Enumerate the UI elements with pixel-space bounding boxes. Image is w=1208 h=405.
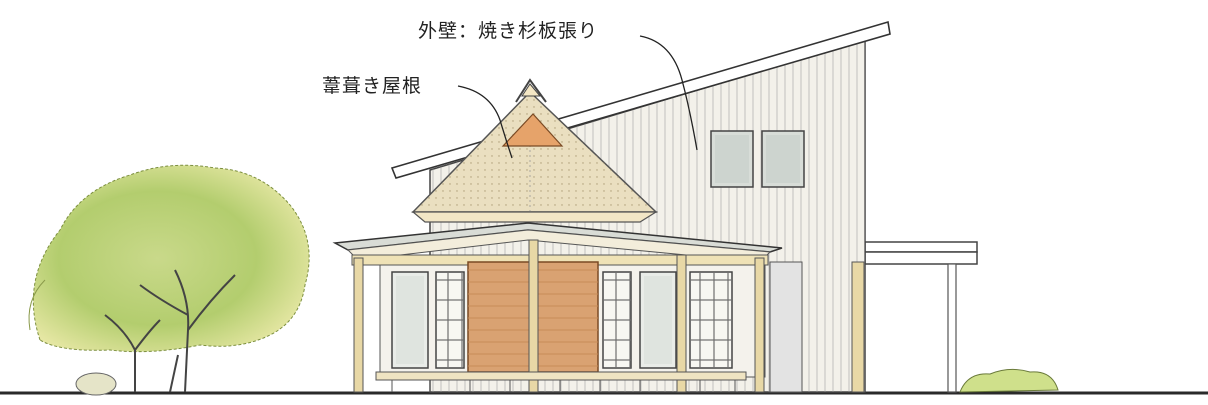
window-far-right-lattice: [689, 271, 733, 369]
side-wall: [769, 261, 865, 393]
window-left-glass: [391, 271, 429, 369]
window-right-lattice: [602, 271, 632, 369]
leader-line-wall: [639, 35, 698, 151]
deck: [375, 371, 747, 392]
tree-canopy: [28, 164, 310, 353]
veranda-posts: [353, 239, 765, 393]
thatched-roof: [411, 78, 659, 223]
shrub-right: [959, 368, 1059, 393]
tree-trunk: [104, 269, 236, 393]
carport: [864, 241, 978, 393]
window-left-lattice: [435, 271, 465, 369]
upper-windows: [710, 130, 805, 188]
annotation-thatched-roof: 葦葺き屋根: [322, 75, 423, 97]
leader-line-roof: [457, 85, 513, 159]
window-right-glass: [639, 271, 677, 369]
shrub-left: [75, 372, 117, 396]
annotation-exterior-wall: 外壁：焼き杉板張り: [418, 20, 599, 42]
